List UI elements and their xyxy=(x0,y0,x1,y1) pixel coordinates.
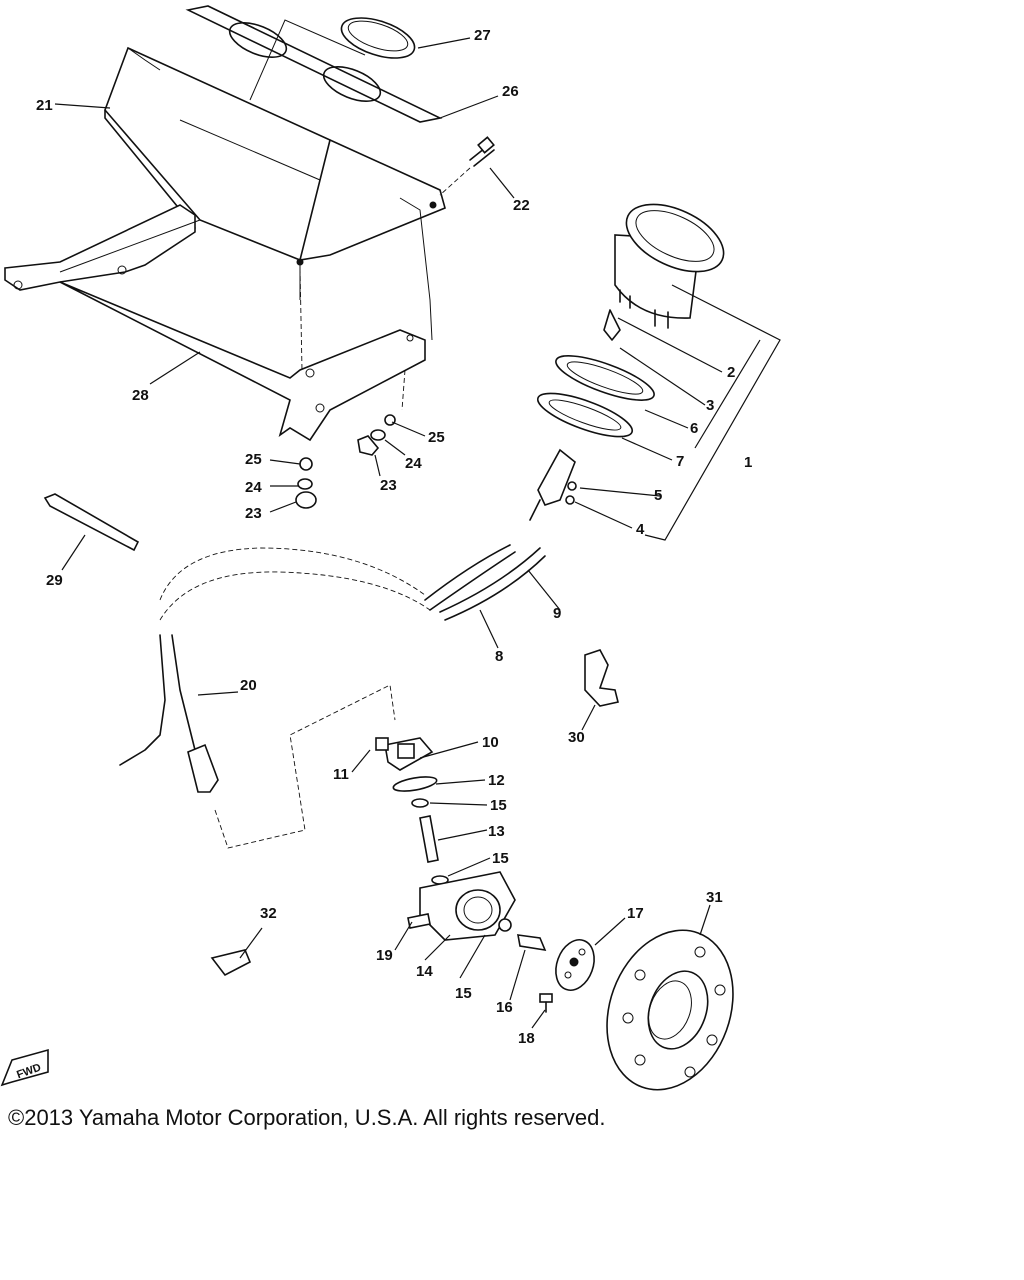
parts-diagram: FWD xyxy=(0,5,781,1091)
callout-22: 22 xyxy=(513,197,530,214)
clip-part xyxy=(210,949,252,977)
callout-1: 1 xyxy=(744,454,752,471)
callout-30: 30 xyxy=(568,729,585,746)
callout-4: 4 xyxy=(636,521,645,538)
fwd-arrow-icon: FWD xyxy=(0,1048,49,1087)
callout-8: 8 xyxy=(495,648,503,665)
callout-25a: 25 xyxy=(428,429,445,446)
callout-25b: 25 xyxy=(245,451,262,468)
drive-gear-part xyxy=(375,737,547,952)
callout-5: 5 xyxy=(654,487,662,504)
cable-part xyxy=(159,544,546,621)
leader-lines xyxy=(54,37,781,1029)
callout-21: 21 xyxy=(36,97,53,114)
gear-plate-part xyxy=(539,939,595,1013)
bracket-part xyxy=(4,204,426,442)
callout-13: 13 xyxy=(488,823,505,840)
bolt-22-part xyxy=(439,136,495,196)
callout-6: 6 xyxy=(690,420,698,437)
callout-32: 32 xyxy=(260,905,277,922)
callout-9: 9 xyxy=(553,605,561,622)
meter-panel-part xyxy=(185,5,443,123)
sensor-wire-part xyxy=(119,634,396,849)
callout-23a: 23 xyxy=(380,477,397,494)
callout-19: 19 xyxy=(376,947,393,964)
callout-23b: 23 xyxy=(245,505,262,522)
callout-20: 20 xyxy=(240,677,257,694)
callout-15c: 15 xyxy=(455,985,472,1002)
callout-3: 3 xyxy=(706,397,714,414)
callout-26: 26 xyxy=(502,83,519,100)
callout-24b: 24 xyxy=(245,479,262,496)
callout-28: 28 xyxy=(132,387,149,404)
callout-12: 12 xyxy=(488,772,505,789)
callout-7: 7 xyxy=(676,453,684,470)
callout-labels: 1 2 3 4 5 6 7 8 9 10 11 12 13 14 15 15 1… xyxy=(36,27,752,1047)
callout-29: 29 xyxy=(46,572,63,589)
callout-14: 14 xyxy=(416,963,433,980)
callout-15a: 15 xyxy=(490,797,507,814)
callout-27: 27 xyxy=(474,27,491,44)
wheel-hub-part xyxy=(606,929,734,1091)
callout-16: 16 xyxy=(496,999,513,1016)
callout-2: 2 xyxy=(727,364,735,381)
callout-10: 10 xyxy=(482,734,499,751)
rod-part xyxy=(43,493,140,552)
lens-cap-part xyxy=(340,17,416,59)
callout-11: 11 xyxy=(333,766,349,783)
meter-cover-part xyxy=(104,46,446,341)
speedometer-part xyxy=(529,203,725,521)
callout-24a: 24 xyxy=(405,455,422,472)
callout-17: 17 xyxy=(627,905,644,922)
callout-18: 18 xyxy=(518,1030,535,1047)
callout-31: 31 xyxy=(706,889,723,906)
copyright-notice: ©2013 Yamaha Motor Corporation, U.S.A. A… xyxy=(8,1105,606,1130)
elbow-fitting-part xyxy=(584,649,619,707)
callout-15b: 15 xyxy=(492,850,509,867)
